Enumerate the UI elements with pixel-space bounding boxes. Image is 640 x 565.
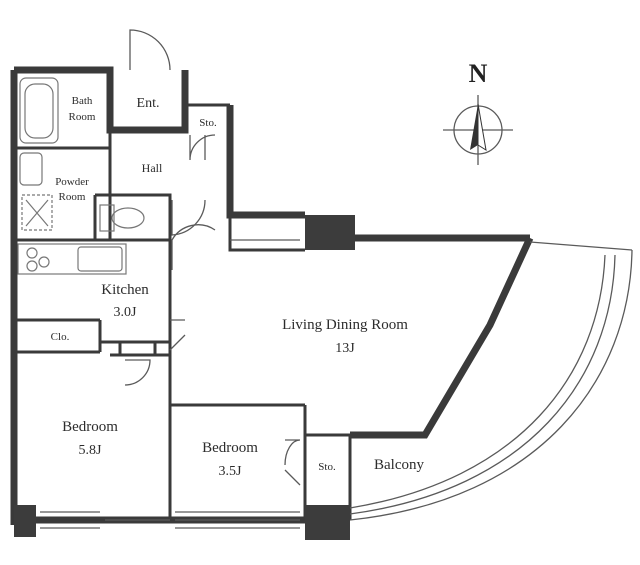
balcony-outline [349, 241, 633, 521]
bath-room-label-line2: Room [69, 111, 96, 123]
closet-label: Clo. [51, 331, 70, 343]
entrance-storage-label: Sto. [199, 117, 217, 129]
entrance-label: Ent. [137, 96, 160, 111]
structural-pillars [14, 215, 355, 540]
interior-doors [105, 134, 301, 521]
bedroom-left-size-label: 5.8J [79, 443, 103, 458]
bedroom-right-name-label: Bedroom [202, 440, 258, 456]
kitchen-size-label: 3.0J [114, 305, 138, 320]
compass-label: N [469, 59, 488, 88]
balcony-storage-label: Sto. [318, 461, 336, 473]
entrance-door [129, 29, 171, 71]
toilet-fixture [99, 204, 145, 232]
north-compass: N [443, 59, 513, 165]
bedroom-right-size-label: 3.5J [219, 464, 243, 479]
windows [40, 239, 300, 529]
living-dining-room-name-label: Living Dining Room [282, 317, 408, 333]
balcony-label: Balcony [374, 457, 424, 473]
bedroom-left-name-label: Bedroom [62, 419, 118, 435]
bathtub-fixture [19, 77, 59, 144]
interior-walls [14, 70, 352, 520]
hall-label: Hall [142, 161, 163, 175]
washbasin-fixture [19, 152, 43, 186]
floor-drain-fixture [21, 194, 53, 231]
powder-room-label-line2: Room [59, 191, 86, 203]
kitchen-name-label: Kitchen [101, 282, 149, 298]
powder-room-label-line1: Powder [55, 176, 89, 188]
bath-room-label-line1: Bath [72, 95, 93, 107]
living-dining-room-size-label: 13J [335, 341, 355, 356]
kitchen-counter-fixture [17, 243, 127, 275]
room-labels: Bath Room Ent. Sto. Hall Powder Room Kit… [51, 95, 425, 479]
